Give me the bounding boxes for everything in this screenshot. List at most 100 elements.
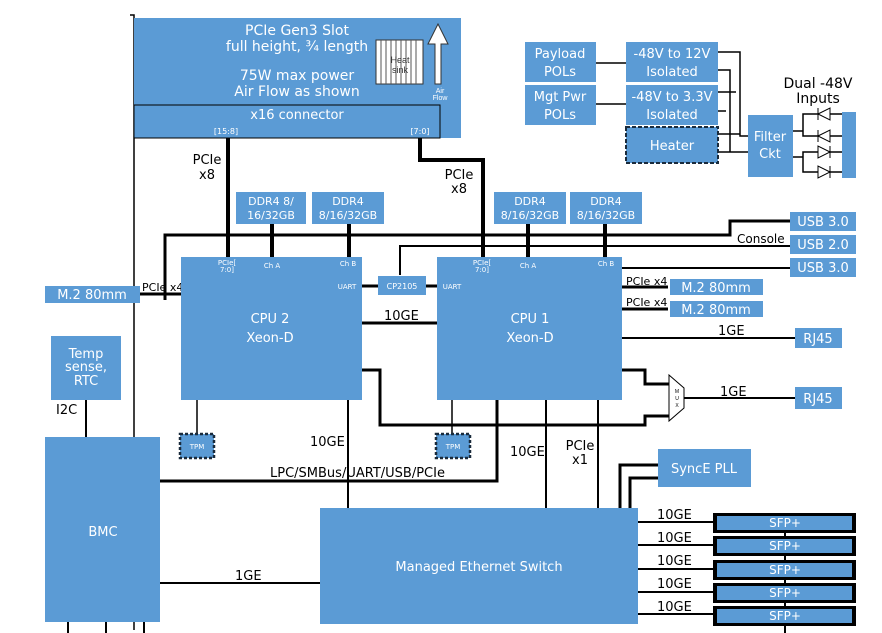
svg-text:Isolated: Isolated xyxy=(646,65,698,80)
svg-text:Ch A: Ch A xyxy=(520,262,537,270)
svg-text:SFP+: SFP+ xyxy=(769,609,801,623)
svg-text:USB 3.0: USB 3.0 xyxy=(797,261,849,276)
svg-text:16/32GB: 16/32GB xyxy=(247,209,295,222)
svg-text:M.2 80mm: M.2 80mm xyxy=(57,288,127,303)
svg-text:1GE: 1GE xyxy=(718,324,745,339)
svg-text:M: M xyxy=(675,389,679,395)
rj45-port-1 xyxy=(795,328,842,348)
slot-title: PCIe Gen3 Slot xyxy=(245,23,349,39)
rj45-ports: RJ45 RJ45 xyxy=(795,328,842,409)
svg-text:UART: UART xyxy=(338,283,357,291)
tpm-cpu1 xyxy=(434,432,472,460)
bmc-block xyxy=(45,437,160,622)
svg-text:7:0]: 7:0] xyxy=(475,266,489,274)
tpm-cpu2 xyxy=(178,432,216,460)
svg-text:PCIe: PCIe xyxy=(193,153,222,168)
tpm-chips: TPM TPM xyxy=(178,432,472,460)
cpu2-block xyxy=(181,257,362,400)
temp-sense: Temp sense, RTC xyxy=(51,336,121,400)
slot-power: 75W max power xyxy=(240,68,355,84)
slot-bracket xyxy=(130,14,135,630)
mux: M U X xyxy=(668,373,685,423)
sfp-port-5 xyxy=(717,609,852,623)
svg-text:PCIe x4: PCIe x4 xyxy=(626,296,667,309)
svg-text:PCIe[: PCIe[ xyxy=(218,259,236,267)
wire-sfp xyxy=(638,521,715,615)
svg-text:PCIe x4: PCIe x4 xyxy=(142,281,183,294)
ddr-cpu2-a xyxy=(236,192,306,224)
svg-text:M.2 80mm: M.2 80mm xyxy=(681,281,751,296)
svg-text:Ch A: Ch A xyxy=(264,262,281,270)
wire-console xyxy=(399,245,790,275)
cp2105-block xyxy=(378,276,426,295)
sfp-cage: SFP+ SFP+ SFP+ SFP+ SFP+ xyxy=(713,513,856,633)
svg-text:sink: sink xyxy=(392,65,409,75)
wire-m2-right xyxy=(622,285,668,311)
ddr-cpu2-b xyxy=(312,192,384,224)
usb-ports: USB 3.0 USB 2.0 USB 3.0 xyxy=(790,212,856,277)
svg-text:PCIe x4: PCIe x4 xyxy=(626,275,667,288)
sfp-port-3 xyxy=(717,563,852,577)
svg-text:X: X xyxy=(675,403,679,409)
svg-text:1GE: 1GE xyxy=(720,385,747,400)
mgt-pwr-pols xyxy=(525,85,596,125)
payload-pols xyxy=(525,42,596,82)
wire-filter-diodes xyxy=(793,113,842,173)
svg-text:TPM: TPM xyxy=(445,443,461,451)
converter-12v xyxy=(626,42,718,82)
svg-text:USB 3.0: USB 3.0 xyxy=(797,215,849,230)
svg-text:10GE: 10GE xyxy=(657,508,692,523)
ethernet-switch: Managed Ethernet Switch xyxy=(320,508,638,624)
m2-slot-cpu1-b xyxy=(670,301,763,317)
svg-text:U: U xyxy=(675,396,679,402)
sfp-port-2 xyxy=(717,539,852,553)
switch-block xyxy=(320,508,638,624)
svg-text:Heat: Heat xyxy=(390,55,410,65)
wire-cpu1-switch xyxy=(545,400,599,508)
cpu2: CPU 2 Xeon-D PCIe[ 7:0] Ch A Ch B UART xyxy=(181,257,362,400)
svg-text:PCIe[: PCIe[ xyxy=(473,259,491,267)
heatsink-icon: Heat sink xyxy=(375,39,424,85)
svg-text:-48V to 12V: -48V to 12V xyxy=(634,47,711,62)
svg-text:PCIe: PCIe xyxy=(566,439,595,454)
sfp-port-1 xyxy=(717,516,852,530)
svg-text:CP2105: CP2105 xyxy=(387,282,418,291)
svg-text:SyncE PLL: SyncE PLL xyxy=(671,462,738,477)
svg-text:10GE: 10GE xyxy=(510,445,545,460)
svg-text:Heater: Heater xyxy=(650,139,695,154)
console-label: Console xyxy=(737,232,785,246)
svg-text:Xeon-D: Xeon-D xyxy=(246,331,293,346)
svg-text:10GE: 10GE xyxy=(657,600,692,615)
svg-text:Ch B: Ch B xyxy=(340,260,357,268)
svg-text:x8: x8 xyxy=(199,168,215,183)
svg-text:Managed Ethernet Switch: Managed Ethernet Switch xyxy=(395,560,562,575)
svg-text:BMC: BMC xyxy=(88,525,117,540)
svg-text:PCIe: PCIe xyxy=(445,168,474,183)
wire-cpu1-mux xyxy=(622,368,670,386)
usb-port-2 xyxy=(790,235,856,254)
usb-port-1 xyxy=(790,212,856,231)
converter-3v3 xyxy=(626,85,718,125)
svg-text:SFP+: SFP+ xyxy=(769,516,801,530)
wire-usb30-top xyxy=(163,219,790,300)
svg-text:POLs: POLs xyxy=(544,65,576,80)
svg-text:8/16/32GB: 8/16/32GB xyxy=(577,209,635,222)
slot-subtitle: full height, ¾ length xyxy=(226,39,368,55)
svg-text:7:0]: 7:0] xyxy=(220,266,234,274)
svg-text:Flow: Flow xyxy=(433,95,449,102)
cpu1: CPU 1 Xeon-D PCIe[ 7:0] Ch A Ch B UART xyxy=(437,257,622,400)
svg-text:x8: x8 xyxy=(451,182,467,197)
svg-text:10GE: 10GE xyxy=(310,435,345,450)
wire-bmc-bus xyxy=(160,400,499,483)
svg-text:8/16/32GB: 8/16/32GB xyxy=(319,209,377,222)
bmc-bus-label: LPC/SMBus/UART/USB/PCIe xyxy=(270,466,445,481)
svg-text:CPU 2: CPU 2 xyxy=(251,312,290,327)
svg-text:DDR4: DDR4 xyxy=(590,195,622,208)
svg-text:8/16/32GB: 8/16/32GB xyxy=(501,209,559,222)
svg-text:1GE: 1GE xyxy=(235,569,262,584)
wire-pol xyxy=(596,62,626,105)
svg-text:SFP+: SFP+ xyxy=(769,563,801,577)
svg-text:Ckt: Ckt xyxy=(759,147,781,162)
svg-text:Filter: Filter xyxy=(754,130,787,145)
